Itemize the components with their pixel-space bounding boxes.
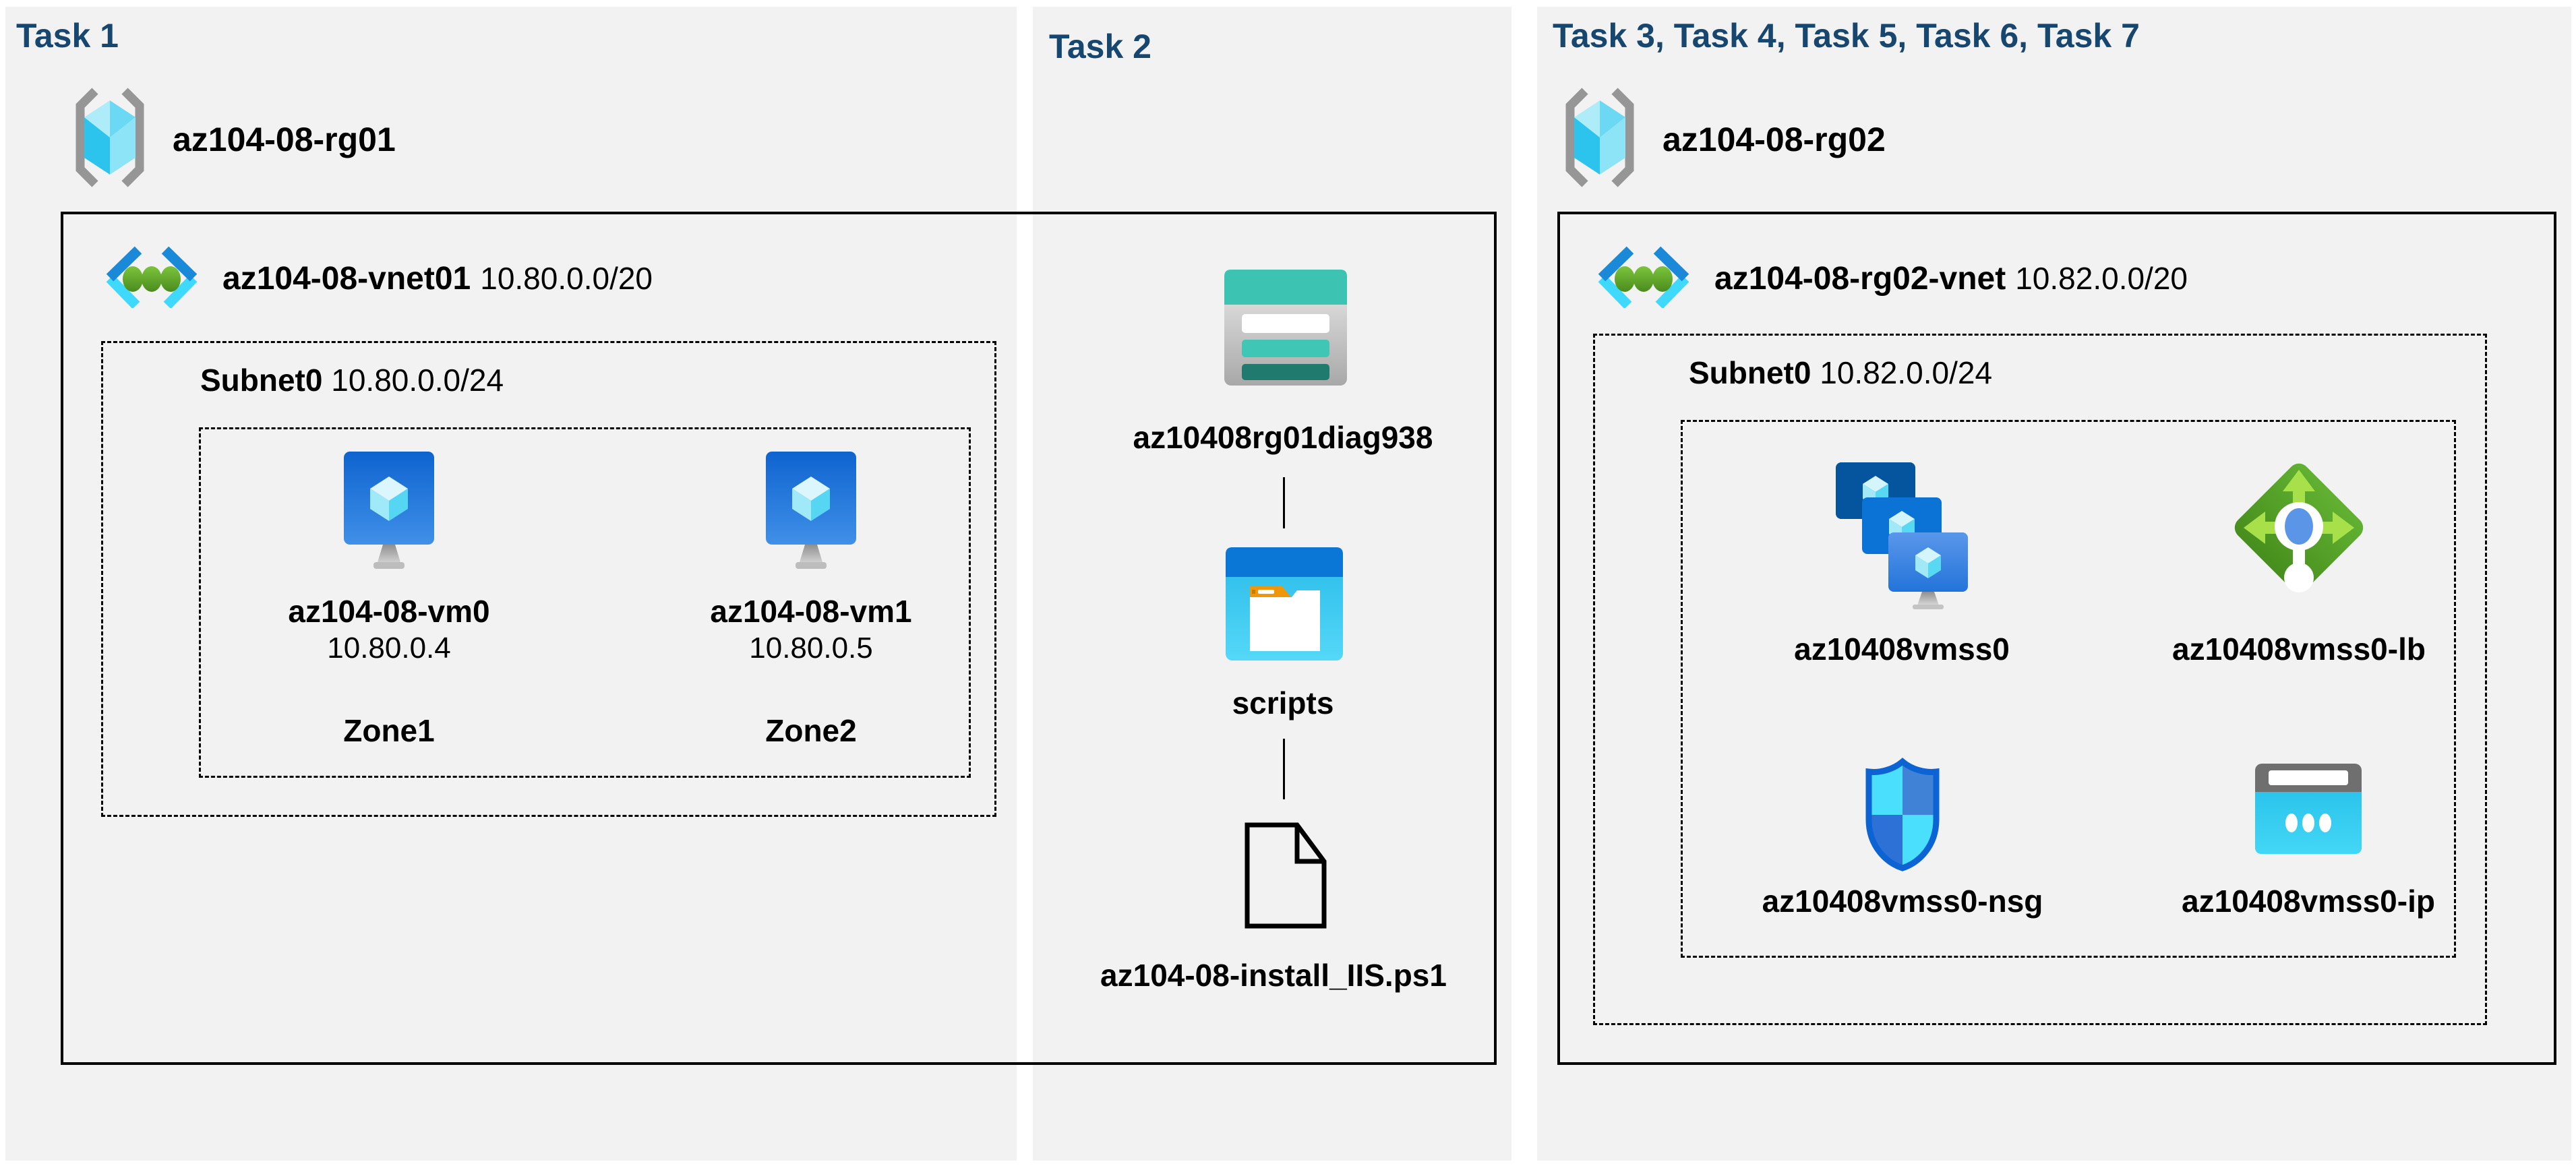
vnet-name: az104-08-vnet01 — [222, 260, 471, 297]
vmss-resources-box: az10408vmss0 az10408vmss0-lb az10408vmss… — [1681, 420, 2456, 958]
vm-ip: 10.80.0.5 — [749, 632, 873, 665]
resource-group-rg01: az104-08-rg01 — [63, 86, 396, 193]
public-ip-name: az10408vmss0-ip — [2182, 884, 2435, 919]
task1-header: Task 1 — [16, 17, 119, 55]
subnet-label: Subnet0 10.80.0.0/24 — [200, 363, 504, 398]
script-file-name: az104-08-install_IIS.ps1 — [1100, 958, 1447, 993]
public-ip-icon — [2255, 764, 2362, 857]
vm-zone-box: az104-08-vm0 az104-08-vm1 10.80.0.4 10.8… — [199, 427, 971, 778]
vnet-name: az104-08-rg02-vnet — [1714, 260, 2006, 297]
resource-group-name: az104-08-rg02 — [1663, 120, 1886, 158]
vnet-cidr: 10.80.0.0/20 — [480, 260, 653, 296]
vmss-name: az10408vmss0 — [1794, 632, 2010, 667]
resource-group-name: az104-08-rg01 — [173, 120, 396, 158]
nsg-icon — [1858, 756, 1947, 876]
load-balancer-icon — [2225, 455, 2373, 604]
file-share-name: scripts — [1232, 685, 1334, 720]
vm-zone: Zone2 — [765, 713, 857, 748]
storage-account-icon — [1224, 270, 1347, 389]
virtual-machine-icon — [766, 452, 856, 574]
virtual-network-icon — [1593, 246, 1694, 311]
vnet-cidr: 10.82.0.0/20 — [2015, 260, 2188, 296]
storage-account-name: az10408rg01diag938 — [1133, 420, 1433, 455]
file-share-icon — [1226, 547, 1343, 664]
vm-ip: 10.80.0.4 — [327, 632, 451, 665]
connector-line — [1283, 477, 1285, 528]
load-balancer-name: az10408vmss0-lb — [2172, 632, 2426, 667]
subnet0-box-rg01: Subnet0 10.80.0.0/24 — [101, 341, 996, 817]
vm-name: az104-08-vm1 — [710, 594, 912, 629]
virtual-machine-icon — [344, 452, 434, 574]
virtual-network-icon — [101, 246, 202, 311]
nsg-name: az10408vmss0-nsg — [1762, 884, 2043, 919]
resource-group-icon — [1553, 86, 1647, 193]
task3-header: Task 3, Task 4, Task 5, Task 6, Task 7 — [1553, 17, 2140, 55]
vm-zone: Zone1 — [343, 713, 435, 748]
vm-name: az104-08-vm0 — [288, 594, 490, 629]
subnet0-box-rg02: Subnet0 10.82.0.0/24 — [1593, 334, 2487, 1025]
script-file-icon — [1240, 820, 1331, 935]
vmss-icon — [1836, 462, 1968, 613]
resource-group-icon — [63, 86, 157, 193]
task3-panel — [1537, 7, 2571, 1161]
connector-line — [1283, 739, 1285, 799]
task1-panel — [5, 7, 1017, 1161]
task2-header: Task 2 — [1049, 28, 1151, 65]
resource-group-rg02: az104-08-rg02 — [1553, 86, 1886, 193]
subnet-label: Subnet0 10.82.0.0/24 — [1689, 355, 1993, 390]
